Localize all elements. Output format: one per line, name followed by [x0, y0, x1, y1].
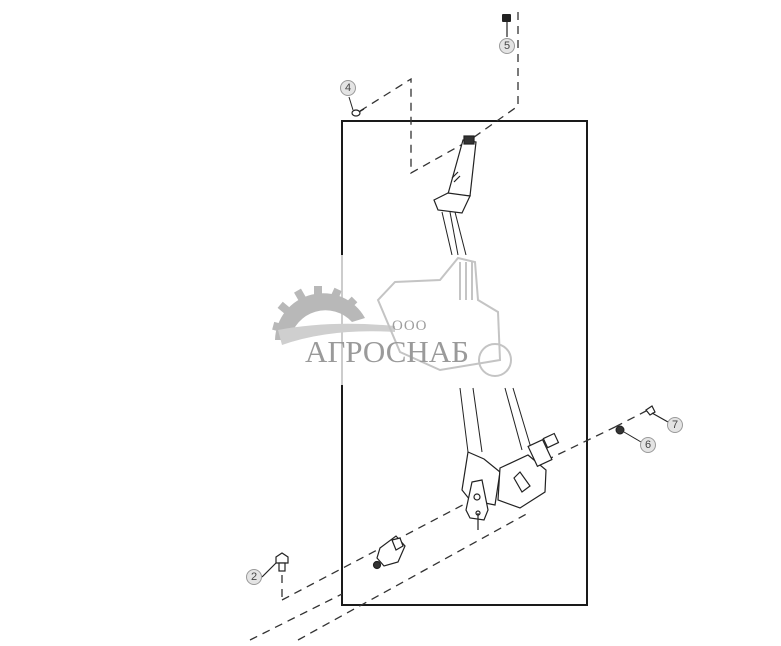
gear-logo-icon — [272, 286, 395, 345]
callout-5[interactable]: 5 — [499, 38, 515, 54]
retractor-icon — [461, 432, 560, 530]
buckle-icon — [372, 535, 406, 570]
belt-webbing — [441, 211, 532, 453]
washer-6-icon — [615, 425, 642, 443]
combine-harvester-icon — [376, 256, 512, 377]
callout-6[interactable]: 6 — [640, 437, 656, 453]
callout-7[interactable]: 7 — [667, 417, 683, 433]
nut-5-icon — [502, 14, 511, 37]
bolt-7-icon — [645, 405, 669, 423]
callout-2[interactable]: 2 — [246, 569, 262, 585]
bolt-4-icon — [351, 108, 365, 117]
upper-anchor-icon — [433, 135, 477, 214]
watermark-company-name: АГРОСНАБ — [305, 334, 469, 369]
bolt-2-icon — [261, 552, 289, 578]
callout-4[interactable]: 4 — [340, 80, 356, 96]
assembly-lines — [249, 12, 649, 641]
watermark-prefix: ООО — [392, 318, 428, 334]
